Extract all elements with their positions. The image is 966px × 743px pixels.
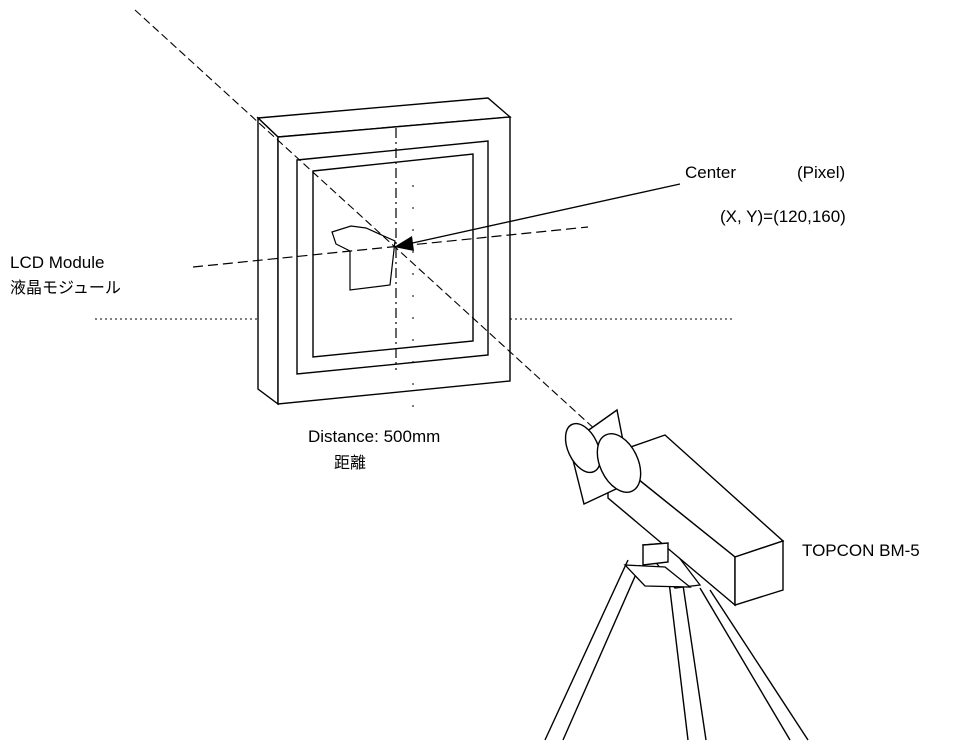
- optical-axis-line: [135, 10, 598, 432]
- lens-barrel: [558, 410, 649, 504]
- coordinates-label: (X, Y)=(120,160): [720, 207, 846, 226]
- lens-rear-ellipse: [589, 427, 650, 499]
- tripod: [545, 560, 808, 740]
- lcd-module-jp-label: 液晶モジュール: [10, 278, 121, 297]
- instrument-label: TOPCON BM-5: [802, 541, 920, 560]
- topcon-instrument: [608, 435, 783, 605]
- instrument-mount: [643, 543, 668, 565]
- center-label: Center: [685, 163, 737, 182]
- lcd-screen-outer-border: [297, 141, 488, 374]
- center-target-patch: [332, 226, 395, 290]
- lens-front-ellipse: [558, 418, 607, 478]
- tripod-leg-right-a: [700, 588, 790, 740]
- tripod-head-plate: [625, 565, 690, 587]
- tripod-leg-center-a: [667, 565, 688, 740]
- distance-label: Distance: 500mm: [308, 427, 441, 446]
- tripod-leg-center-b: [680, 565, 706, 740]
- instrument-end-face: [735, 541, 783, 605]
- distance-jp-label: 距離: [334, 453, 367, 472]
- tripod-leg-right-b: [710, 590, 808, 740]
- module-horizontal-axis: [193, 227, 588, 267]
- tripod-leg-left-a: [545, 560, 628, 740]
- lcd-frame-left-face: [258, 118, 278, 404]
- pixel-label: (Pixel): [797, 163, 846, 182]
- center-pointer-line: [408, 184, 680, 244]
- center-pointer-arrowhead: [394, 236, 414, 251]
- lcd-module: [258, 98, 510, 404]
- lcd-frame-front-face: [278, 117, 510, 404]
- lcd-screen-inner-border: [313, 154, 473, 357]
- tripod-leg-left-b: [563, 565, 640, 740]
- lcd-module-label: LCD Module: [10, 253, 105, 272]
